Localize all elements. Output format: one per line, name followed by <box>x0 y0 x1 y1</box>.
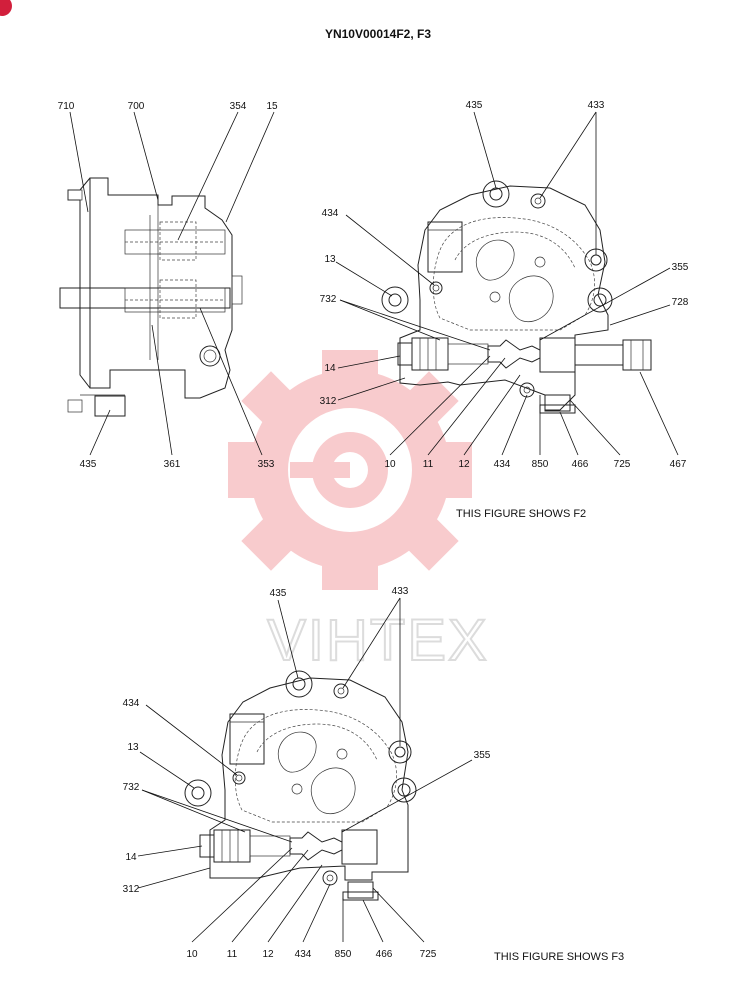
part-label-312: 312 <box>123 884 140 895</box>
part-label-355: 355 <box>474 750 491 761</box>
side-view-leaders <box>69 111 275 456</box>
part-label-12: 12 <box>458 459 470 470</box>
part-label-728: 728 <box>672 297 689 308</box>
part-label-732: 732 <box>320 294 337 305</box>
part-label-10: 10 <box>186 949 198 960</box>
part-label-732: 732 <box>123 782 140 793</box>
side-view-labels: 710 700 354 15 435 361 353 <box>58 101 278 470</box>
page-title: YN10V00014F2, F3 <box>325 27 431 41</box>
part-label-13: 13 <box>324 254 336 265</box>
part-label-433: 433 <box>588 100 605 111</box>
f3-labels: 435 433 434 13 732 355 14 312 10 11 12 4… <box>123 586 491 960</box>
part-label-467: 467 <box>670 459 687 470</box>
part-label-353: 353 <box>258 459 275 470</box>
side-view-drawing <box>59 177 243 417</box>
part-label-850: 850 <box>335 949 352 960</box>
part-label-433: 433 <box>392 586 409 597</box>
part-label-12: 12 <box>262 949 274 960</box>
part-label-11: 11 <box>423 459 434 470</box>
part-label-312: 312 <box>320 396 337 407</box>
part-label-434: 434 <box>322 208 339 219</box>
part-label-850: 850 <box>532 459 549 470</box>
part-label-434: 434 <box>123 698 140 709</box>
part-label-11: 11 <box>227 949 238 960</box>
corner-badge-icon <box>0 0 12 16</box>
f2-labels: 435 433 434 13 355 732 728 14 312 10 11 … <box>320 100 689 470</box>
part-label-435: 435 <box>466 100 483 111</box>
part-label-466: 466 <box>572 459 589 470</box>
part-label-434b: 434 <box>295 949 312 960</box>
part-label-13: 13 <box>127 742 139 753</box>
part-label-10: 10 <box>384 459 396 470</box>
part-label-435: 435 <box>270 588 287 599</box>
f3-front-view-drawing <box>184 670 417 901</box>
part-label-725: 725 <box>614 459 631 470</box>
f3-caption: THIS FIGURE SHOWS F3 <box>494 951 624 963</box>
part-label-354: 354 <box>230 101 247 112</box>
part-label-725: 725 <box>420 949 437 960</box>
part-label-710: 710 <box>58 101 75 112</box>
f2-front-view-drawing <box>381 180 652 414</box>
part-label-434b: 434 <box>494 459 511 470</box>
f3-leaders <box>137 597 473 943</box>
part-label-14: 14 <box>324 363 336 374</box>
part-label-361: 361 <box>164 459 181 470</box>
watermark-text: VIHTEX <box>267 608 489 673</box>
watermark-gear-icon <box>228 350 472 590</box>
part-label-355: 355 <box>672 262 689 273</box>
part-label-435: 435 <box>80 459 97 470</box>
part-label-700: 700 <box>128 101 145 112</box>
f2-leaders <box>335 111 679 456</box>
part-label-14: 14 <box>125 852 137 863</box>
f2-caption: THIS FIGURE SHOWS F2 <box>456 508 586 520</box>
part-label-15: 15 <box>266 101 278 112</box>
part-label-466: 466 <box>376 949 393 960</box>
